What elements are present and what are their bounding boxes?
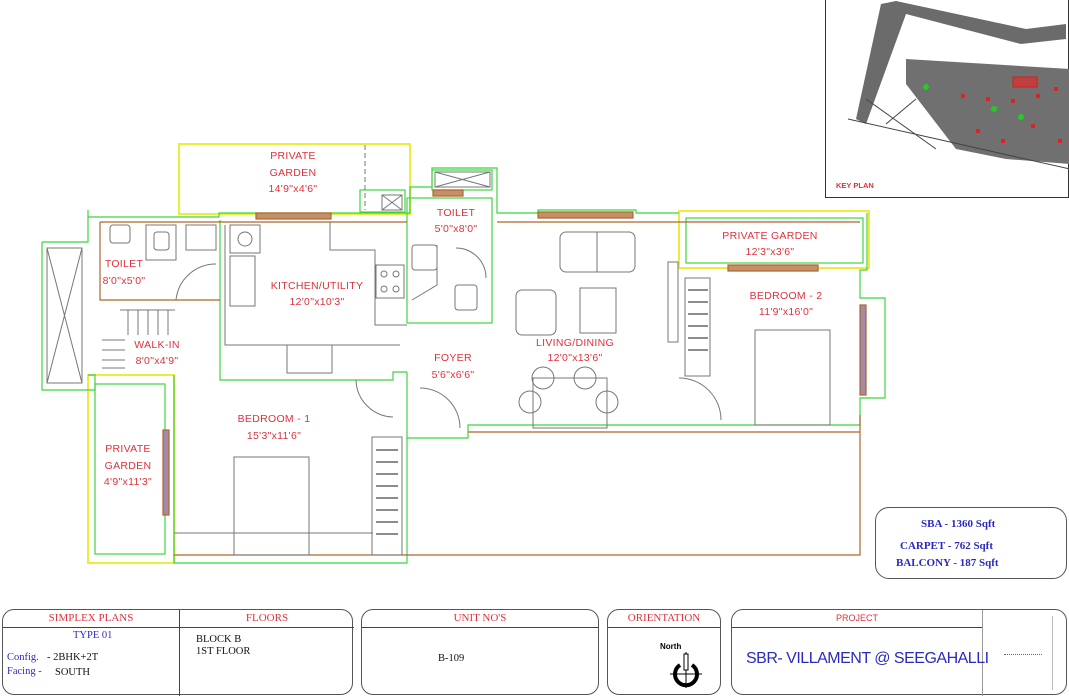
garden-top-label-1: PRIVATE <box>270 150 315 162</box>
walk-in-label: WALK-IN <box>134 339 179 351</box>
toilet-center-label: TOILET <box>437 207 476 219</box>
project-header: PROJECT <box>732 610 982 628</box>
foyer-size: 5'6"x6'6" <box>432 369 475 381</box>
garden-right-label: PRIVATE GARDEN <box>722 230 817 242</box>
garden-left-label-2: GARDEN <box>105 460 152 472</box>
unit-block: UNIT NO'S B-109 <box>361 609 599 695</box>
key-plan-label: KEY PLAN <box>836 181 874 190</box>
bedroom2-label: BEDROOM - 2 <box>750 290 823 302</box>
floor-plan: PRIVATE GARDEN 14'9"x4'6" TOILET 5'0"x8'… <box>41 143 886 564</box>
walk-in-size: 8'0"x4'9" <box>136 355 179 367</box>
bedroom1-label: BEDROOM - 1 <box>238 413 311 425</box>
floors-floor: 1ST FLOOR <box>196 646 251 657</box>
carpet-area: CARPET - 762 Sqft <box>900 540 994 552</box>
balcony-area: BALCONY - 187 Sqft <box>896 557 999 569</box>
north-label: North <box>660 642 682 651</box>
config-label: Config. <box>7 652 39 663</box>
orientation-block: ORIENTATION North <box>607 609 721 695</box>
unit-number: B-109 <box>438 653 465 664</box>
bedroom2-size: 11'9"x16'0" <box>759 306 813 318</box>
area-summary: SBA - 1360 Sqft CARPET - 762 Sqft BALCON… <box>875 507 1067 579</box>
garden-top-label-2: GARDEN <box>270 167 317 179</box>
north-arrow-icon <box>670 652 702 688</box>
project-block: PROJECT SBR- VILLAMENT @ SEEGAHALLI <box>731 609 1067 696</box>
facing-label: Facing - <box>7 666 42 677</box>
floors-block: BLOCK B <box>196 634 242 645</box>
living-size: 12'0"x13'6" <box>547 352 602 364</box>
toilet-center-size: 5'0"x8'0" <box>435 223 478 235</box>
toilet-left-size: 8'0"x5'0" <box>103 275 146 287</box>
floors-header: FLOORS <box>180 610 354 628</box>
plan-type: TYPE 01 <box>73 630 113 641</box>
living-label: LIVING/DINING <box>536 337 614 349</box>
toilet-left-label: TOILET <box>105 258 144 270</box>
garden-left-label-1: PRIVATE <box>105 443 150 455</box>
garden-left-size: 4'9"x11'3" <box>104 476 152 488</box>
project-logo-placeholder <box>1004 654 1042 655</box>
foyer-label: FOYER <box>434 352 472 364</box>
config-value: - 2BHK+2T <box>47 652 99 663</box>
project-name: SBR- VILLAMENT @ SEEGAHALLI <box>746 650 989 667</box>
bedroom1-size: 15'3"x11'6" <box>247 430 301 442</box>
key-plan: KEY PLAN <box>825 0 1069 198</box>
facing-value: SOUTH <box>55 667 91 678</box>
kitchen-size: 12'0"x10'3" <box>289 296 344 308</box>
sba-area: SBA - 1360 Sqft <box>921 518 996 530</box>
kitchen-label: KITCHEN/UTILITY <box>271 280 364 292</box>
garden-right-size: 12'3"x3'6" <box>746 246 795 258</box>
key-plan-map <box>847 1 1069 170</box>
unit-header: UNIT NO'S <box>362 610 598 628</box>
garden-top-size: 14'9"x4'6" <box>269 183 318 195</box>
orientation-header: ORIENTATION <box>608 610 720 628</box>
plans-header: SIMPLEX PLANS <box>3 610 179 628</box>
plans-floors-block: SIMPLEX PLANS FLOORS BLOCK B 1ST FLOOR T… <box>2 609 354 696</box>
